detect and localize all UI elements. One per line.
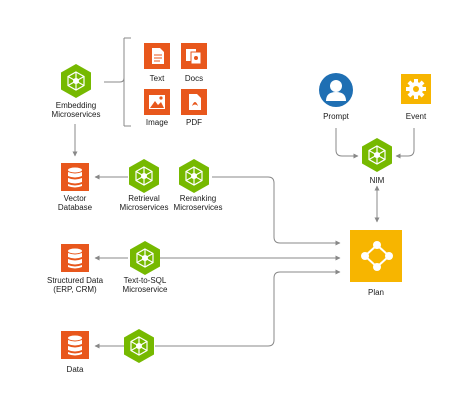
structured-label-line1: Structured Data xyxy=(46,276,104,285)
text-to-sql-label-line2: Microservice xyxy=(122,285,168,294)
structured-db-icon xyxy=(61,244,89,272)
reranking-nim-icon xyxy=(178,158,210,194)
edge-reranking-plan xyxy=(212,176,341,246)
docs-icon xyxy=(181,43,207,69)
gear-icon xyxy=(401,74,431,104)
edge-prompt-nim xyxy=(335,128,359,159)
text-document-icon xyxy=(144,43,170,69)
embedding-label-line2: Microservices xyxy=(51,110,101,119)
plan-network-icon xyxy=(350,230,402,282)
edge-event-nim xyxy=(395,128,415,159)
embedding-label-line1: Embedding xyxy=(55,101,97,110)
text-to-sql-label-line1: Text-to-SQL xyxy=(123,276,167,285)
edge-service-plan xyxy=(155,269,341,347)
vector-db-label-line1: Vector xyxy=(63,194,87,203)
embedding-nim-icon xyxy=(60,63,92,99)
prompt-label: Prompt xyxy=(323,112,349,121)
plan-label: Plan xyxy=(367,288,384,297)
edge-bracket-hook xyxy=(119,77,125,83)
nim-label: NIM xyxy=(369,176,385,185)
pdf-label: PDF xyxy=(186,118,202,127)
data-service-nim-icon xyxy=(123,328,155,364)
structured-label-line2: (ERP, CRM) xyxy=(53,285,97,294)
retrieval-label-line2: Microservices xyxy=(119,203,169,212)
text-to-sql-nim-icon xyxy=(129,240,161,276)
embedding-label: Embedding Microservices xyxy=(41,101,111,119)
structured-label: Structured Data (ERP, CRM) xyxy=(35,276,115,294)
nim-icon xyxy=(361,137,393,173)
data-db-icon xyxy=(61,331,89,359)
reranking-label-line1: Reranking xyxy=(179,194,217,203)
text-to-sql-label: Text-to-SQL Microservice xyxy=(110,276,180,294)
sources-bracket xyxy=(104,37,131,127)
connectors xyxy=(72,37,415,349)
data-label: Data xyxy=(66,365,84,374)
user-icon xyxy=(319,73,353,107)
retrieval-label-line1: Retrieval xyxy=(128,194,160,203)
retrieval-label: Retrieval Microservices xyxy=(109,194,179,212)
event-label: Event xyxy=(405,112,427,121)
image-icon xyxy=(144,89,170,115)
vector-db-icon xyxy=(61,163,89,191)
vector-db-label-line2: Database xyxy=(57,203,93,212)
text-label: Text xyxy=(149,74,165,83)
image-label: Image xyxy=(145,118,169,127)
docs-label: Docs xyxy=(184,74,204,83)
pdf-icon xyxy=(181,89,207,115)
retrieval-nim-icon xyxy=(128,158,160,194)
reranking-label: Reranking Microservices xyxy=(163,194,233,212)
vector-db-label: Vector Database xyxy=(45,194,105,212)
reranking-label-line2: Microservices xyxy=(173,203,223,212)
